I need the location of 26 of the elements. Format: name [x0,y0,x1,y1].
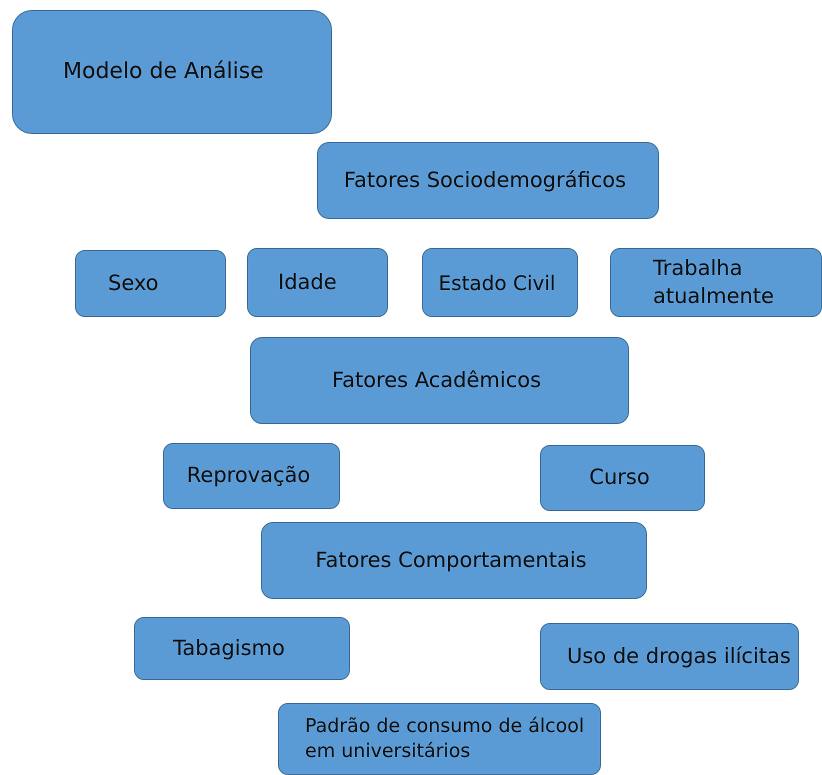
concept-box [163,443,340,509]
box-label: Fatores Acadêmicos [332,366,542,394]
concept-box [610,248,822,317]
box-label: Estado Civil [438,270,556,296]
concept-box [422,248,578,317]
concept-box [317,142,659,219]
box-label: Sexo [108,270,159,297]
concept-box [540,445,705,511]
concept-box [250,337,629,424]
concept-box [247,248,388,317]
box-label: Modelo de Análise [63,58,264,86]
box-label: Padrão de consumo de álcool em universitários [305,714,586,764]
box-label: Trabalha atualmente [653,255,775,310]
box-label: Fatores Comportamentais [315,546,587,574]
concept-box [261,522,647,599]
concept-box [540,623,799,690]
box-label: Tabagismo [173,634,285,662]
box-label: Idade [278,268,337,296]
box-label: Uso de drogas ilícitas [567,642,791,670]
box-label: Curso [589,464,650,492]
concept-box [278,703,601,775]
concept-box [134,617,350,680]
concept-box [75,250,226,317]
box-label: Fatores Sociodemográficos [344,166,626,194]
box-label: Reprovação [186,462,310,490]
concept-box [12,10,332,134]
